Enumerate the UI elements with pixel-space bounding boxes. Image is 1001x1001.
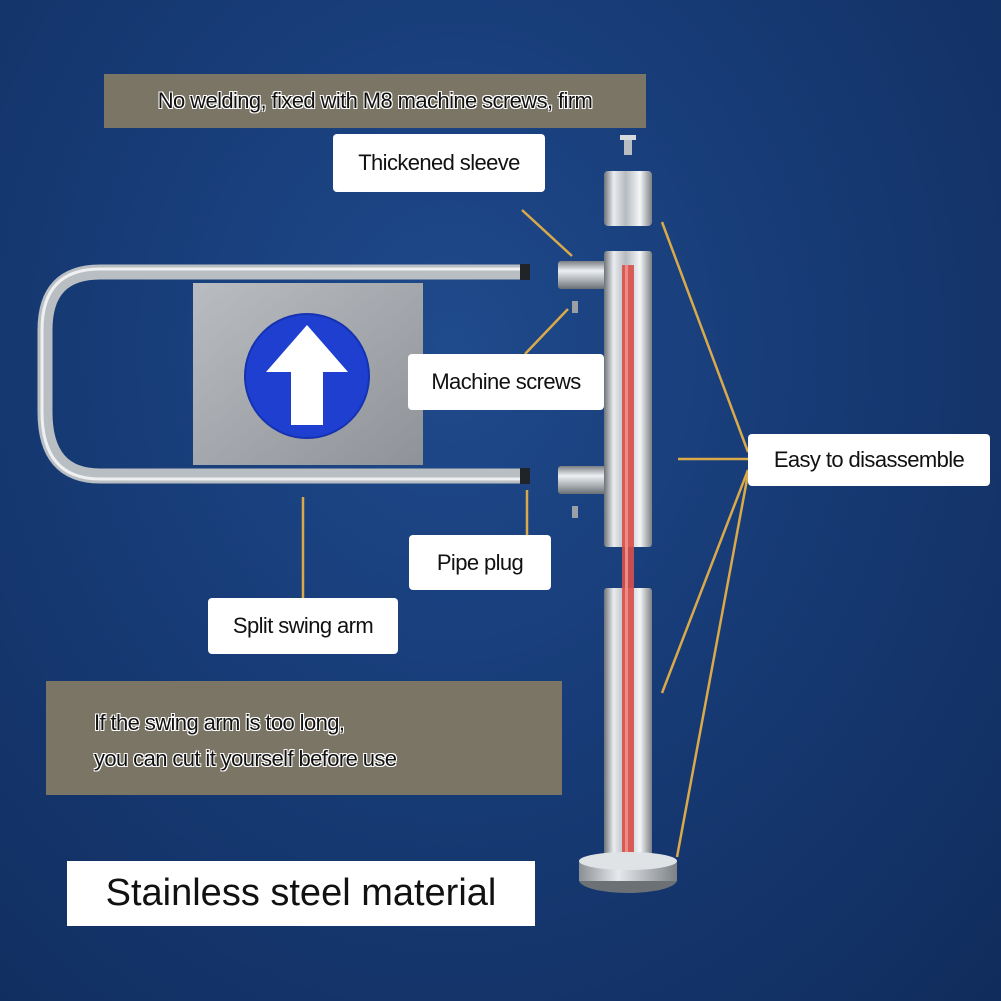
upper-arm-stub (558, 261, 606, 289)
easy-disassemble-label: Easy to disassemble (748, 434, 990, 486)
cut-arm-note: If the swing arm is too long, you can cu… (46, 681, 562, 795)
top-banner-label: No welding, fixed with M8 machine screws… (104, 74, 646, 128)
note-line-2: you can cut it yourself before use (94, 746, 397, 771)
split-swing-arm-label: Split swing arm (208, 598, 398, 654)
lower-arm-stub (558, 466, 606, 494)
screw-lower (572, 506, 578, 518)
up-arrow-icon (244, 313, 370, 439)
machine-screws-label: Machine screws (408, 354, 604, 410)
screw-upper (572, 301, 578, 313)
swing-arm-tube (37, 264, 525, 484)
post-cap (604, 171, 652, 226)
top-screw (624, 137, 632, 155)
thickened-sleeve-label: Thickened sleeve (333, 134, 545, 192)
material-label: Stainless steel material (67, 861, 535, 926)
pipe-plug-label: Pipe plug (409, 535, 551, 590)
note-line-1: If the swing arm is too long, (94, 710, 345, 735)
leader-lines (301, 209, 750, 858)
